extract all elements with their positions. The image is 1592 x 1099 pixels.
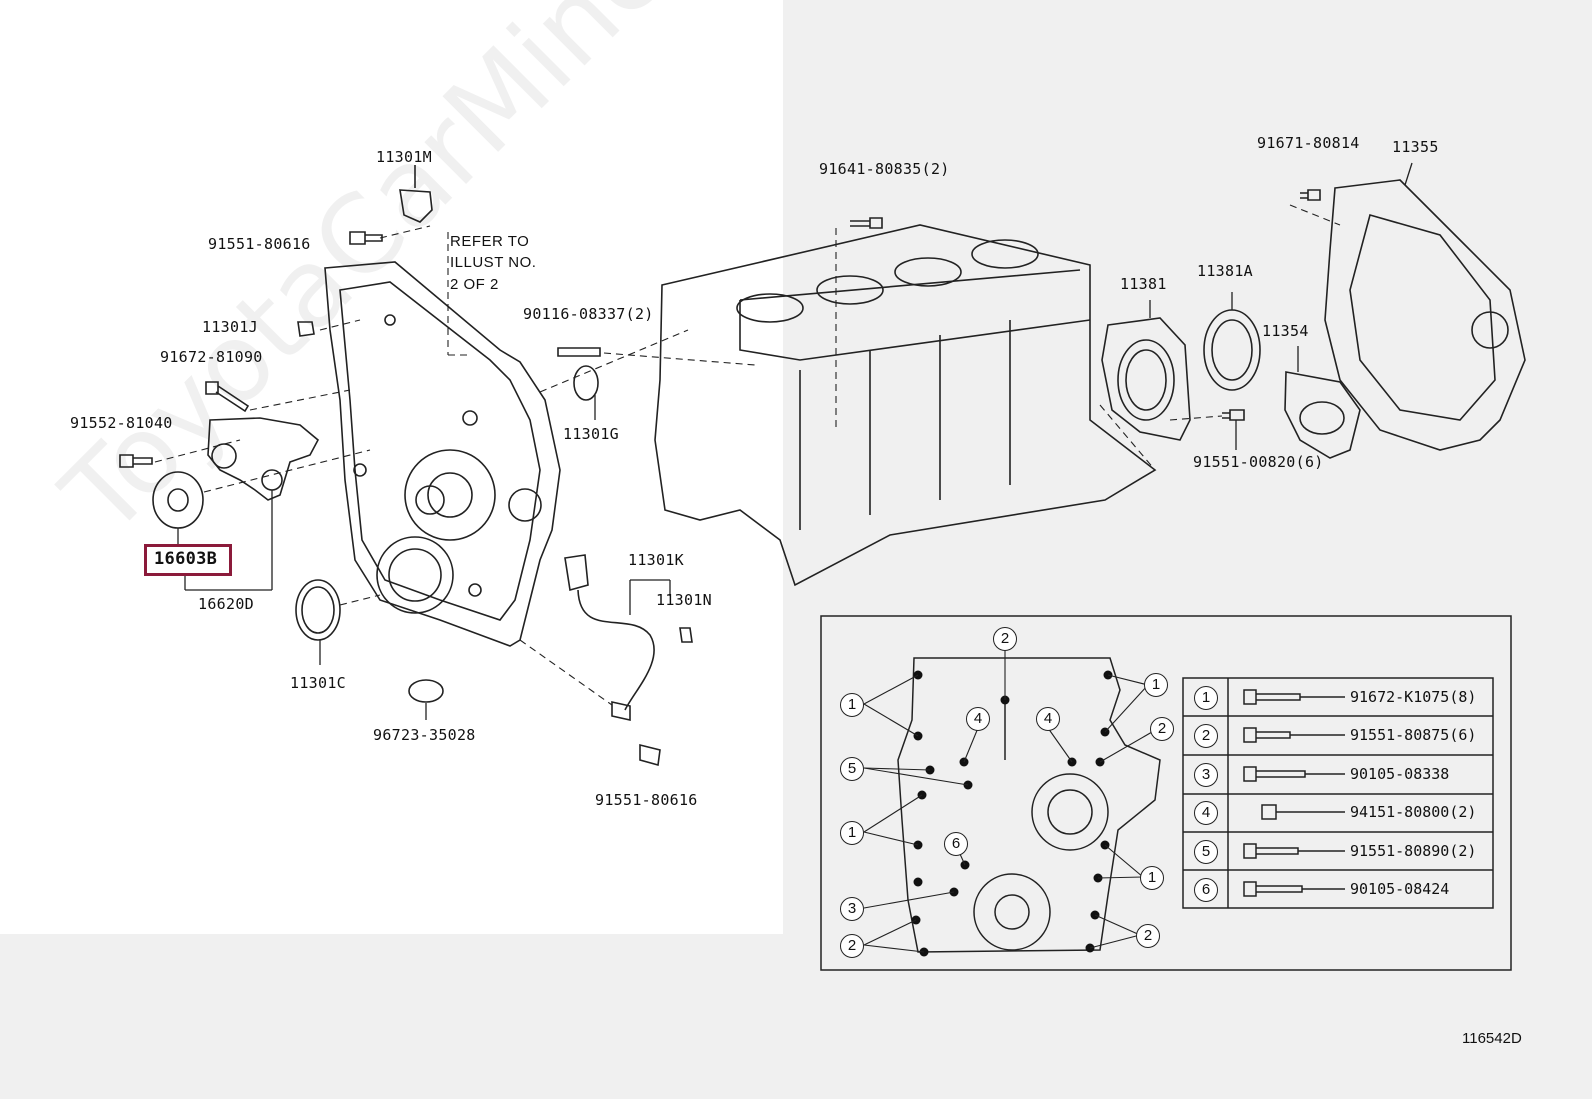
label-16620D[interactable]: 16620D [198, 595, 254, 613]
label-91551-80616-bottom[interactable]: 91551-80616 [595, 791, 698, 809]
bolt-table-num-6: 6 [1194, 878, 1218, 902]
bolt-table-num-3: 3 [1194, 763, 1218, 787]
detail-callout-1c: 1 [840, 821, 864, 845]
bolt-table-part-2[interactable]: 91551-80875(6) [1350, 726, 1477, 744]
detail-callout-6: 6 [944, 832, 968, 856]
cylinder-bore-1 [736, 293, 804, 323]
timing-cover-inner [339, 281, 541, 621]
label-11301M[interactable]: 11301M [376, 148, 432, 166]
figure-id: 116542D [1462, 1030, 1522, 1047]
label-16603B[interactable]: 16603B [154, 549, 218, 569]
detail-callout-2b: 2 [1150, 717, 1174, 741]
label-11301N[interactable]: 11301N [656, 591, 712, 609]
bolt-table-num-4: 4 [1194, 801, 1218, 825]
label-91672-81090[interactable]: 91672-81090 [160, 348, 263, 366]
label-11355[interactable]: 11355 [1392, 138, 1439, 156]
idler-pulley [152, 471, 204, 529]
seal-retainer-11381 [1101, 317, 1191, 441]
selected-part-highlight [144, 544, 232, 576]
detail-callout-1d: 1 [1140, 866, 1164, 890]
bolt-table-part-3[interactable]: 90105-08338 [1350, 765, 1450, 783]
detail-callout-4a: 4 [966, 707, 990, 731]
label-11381[interactable]: 11381 [1120, 275, 1167, 293]
bolt-91551-top [349, 231, 383, 245]
label-11301K[interactable]: 11301K [628, 551, 684, 569]
detail-callout-5: 5 [840, 757, 864, 781]
cam-sensor-shape [399, 189, 433, 223]
label-91671-80814[interactable]: 91671-80814 [1257, 134, 1360, 152]
tensioner-bracket [207, 417, 320, 501]
detail-cover-outline [897, 657, 1161, 953]
engine-block-outline [654, 224, 1157, 587]
oil-seal-11301C [295, 579, 341, 641]
refer-note-line-3: 2 OF 2 [450, 276, 499, 293]
refer-note-line-2: ILLUST NO. [450, 254, 537, 271]
detail-callout-4b: 4 [1036, 707, 1060, 731]
label-11381A[interactable]: 11381A [1197, 262, 1253, 280]
label-91552-81040[interactable]: 91552-81040 [70, 414, 173, 432]
detail-callout-1b: 1 [1144, 673, 1168, 697]
label-91551-80616-top[interactable]: 91551-80616 [208, 235, 311, 253]
bolt-table-part-5[interactable]: 91551-80890(2) [1350, 842, 1477, 860]
label-11301C[interactable]: 11301C [290, 674, 346, 692]
label-11301J[interactable]: 11301J [202, 318, 258, 336]
crank-seal-housing [376, 536, 454, 614]
label-91641-80835[interactable]: 91641-80835(2) [819, 160, 950, 178]
detail-callout-2d: 2 [1136, 924, 1160, 948]
o-ring-96723 [408, 679, 444, 703]
bolt-table-part-6[interactable]: 90105-08424 [1350, 880, 1450, 898]
label-96723-35028[interactable]: 96723-35028 [373, 726, 476, 744]
crank-sensor-wire [577, 589, 655, 711]
crank-sensor-connector [564, 554, 589, 592]
bolt-table-part-1[interactable]: 91672-K1075(8) [1350, 688, 1477, 706]
bolt-table-num-1: 1 [1194, 686, 1218, 710]
bolt-table-num-2: 2 [1194, 724, 1218, 748]
detail-callout-1a: 1 [840, 693, 864, 717]
detail-inset-frame [820, 615, 1512, 971]
label-91551-00820[interactable]: 91551-00820(6) [1193, 453, 1324, 471]
bolt-table-num-5: 5 [1194, 840, 1218, 864]
detail-callout-2a: 2 [993, 627, 1017, 651]
detail-callout-2c: 2 [840, 934, 864, 958]
cylinder-bore-4 [971, 239, 1039, 269]
label-90116-08337[interactable]: 90116-08337(2) [523, 305, 654, 323]
lower-band [0, 934, 1592, 1099]
detail-callout-3: 3 [840, 897, 864, 921]
bolt-table-frame [1182, 677, 1494, 909]
timing-cover-outline [324, 261, 561, 647]
end-plate-11355 [1324, 179, 1526, 451]
cylinder-bore-3 [894, 257, 962, 287]
detail-bolt-positions [911, 670, 1113, 957]
label-11301G[interactable]: 11301G [563, 425, 619, 443]
o-ring-11301G [573, 365, 599, 401]
refer-note-line-1: REFER TO [450, 233, 530, 250]
bolt-table-part-4[interactable]: 94151-80800(2) [1350, 803, 1477, 821]
water-pump-body [404, 449, 496, 541]
label-11354[interactable]: 11354 [1262, 322, 1309, 340]
cylinder-bore-2 [816, 275, 884, 305]
plate-11354 [1284, 371, 1361, 459]
